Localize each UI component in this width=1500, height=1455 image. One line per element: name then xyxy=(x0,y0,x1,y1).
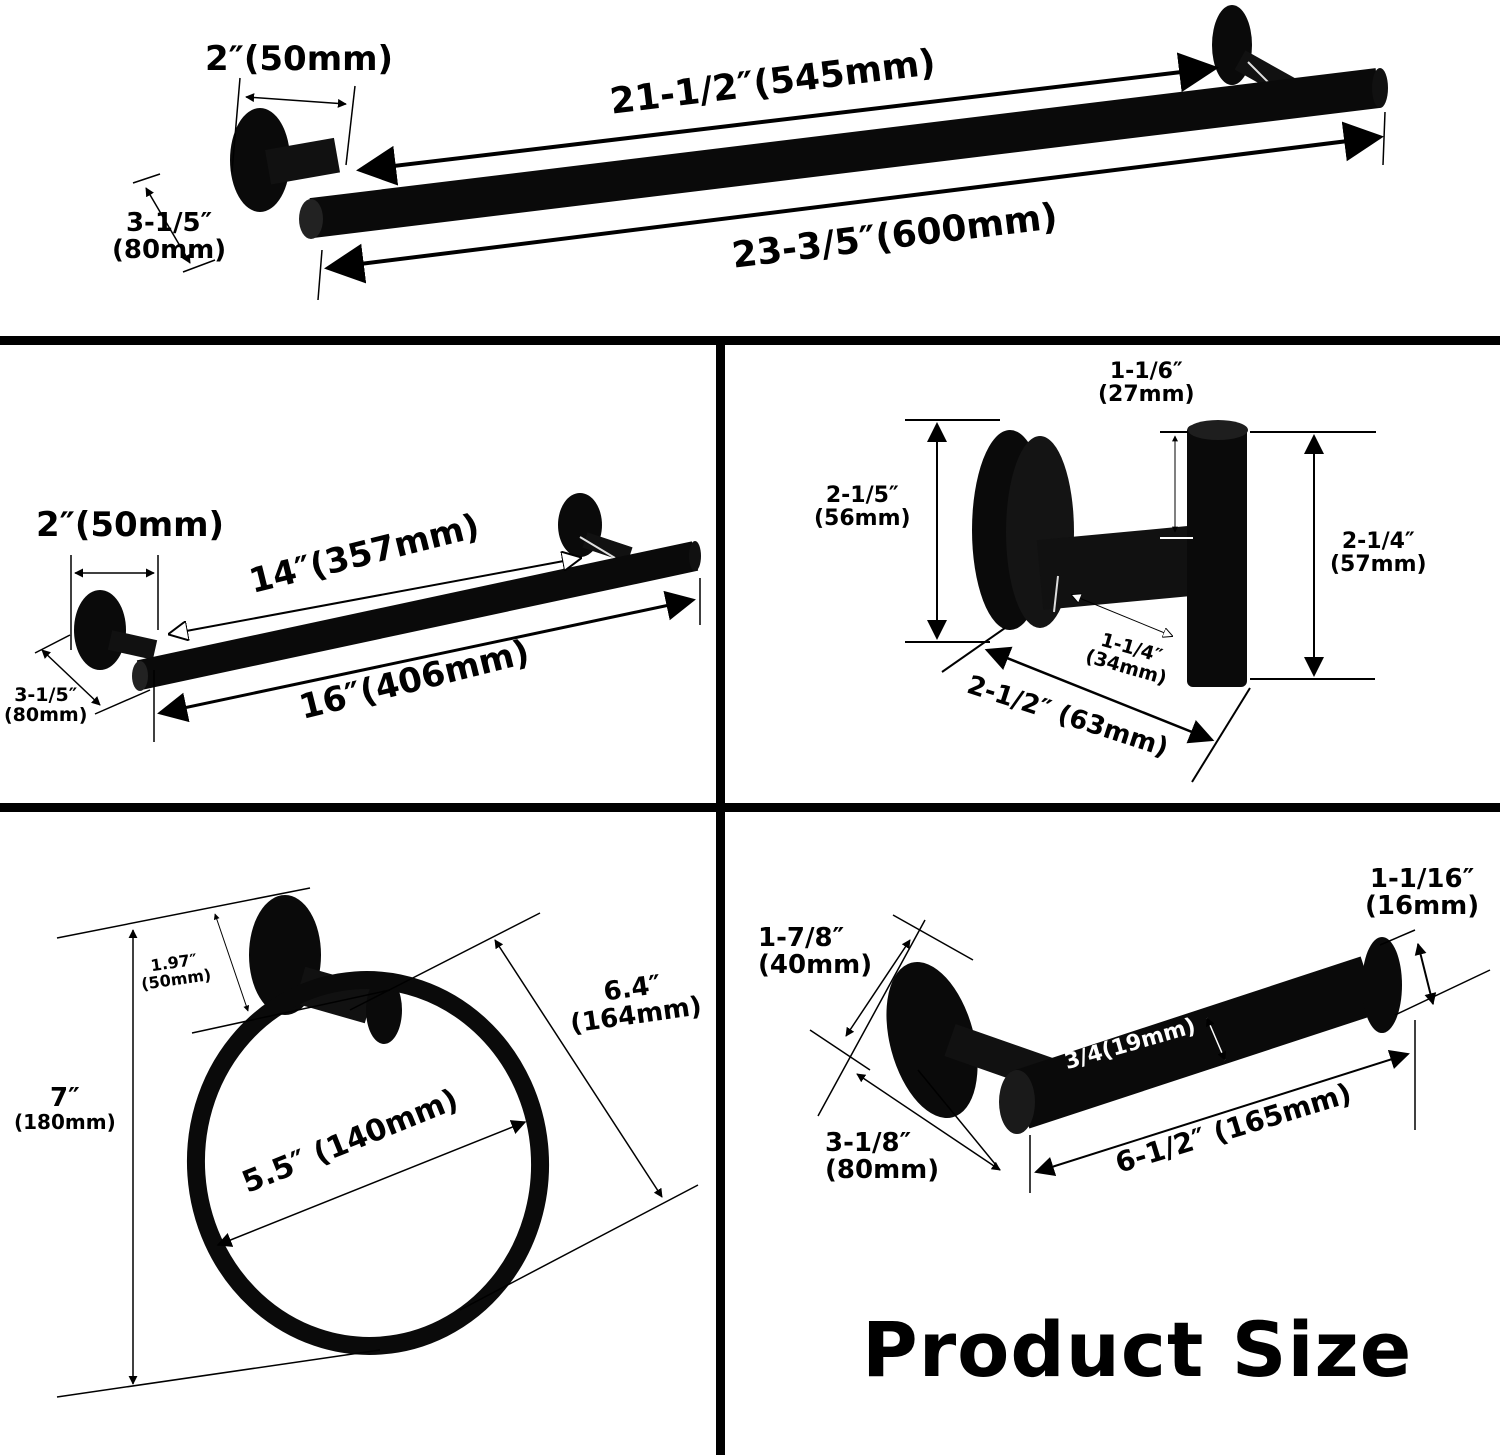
towel-ring-drawing xyxy=(56,887,699,1398)
robe-hook-flange-height-label: 2-1/5″ (56mm) xyxy=(814,483,911,532)
robe-hook-height-label: 2-1/4″ (57mm) xyxy=(1330,529,1427,578)
towel-bar-small-drawing xyxy=(34,493,701,742)
robe-hook-drawing xyxy=(905,419,1376,783)
towel-bar-large-flange-width-label: 2″(50mm) xyxy=(205,39,394,79)
towel-bar-small-projection-label: 3-1/5″ (80mm) xyxy=(4,684,88,726)
divider-vertical xyxy=(716,336,725,1455)
left-flange-icon xyxy=(230,108,290,212)
product-size-title: Product Size xyxy=(862,1305,1413,1394)
towel-bar-large-projection-label: 3-1/5″ (80mm) xyxy=(112,208,227,266)
divider-top-horizontal xyxy=(0,336,1500,345)
towel-bar-small-flange-width-label: 2″(50mm) xyxy=(36,505,225,545)
towel-ring-total-height-label: 7″ (180mm) xyxy=(14,1083,116,1135)
towel-bar-large-drawing xyxy=(132,5,1388,301)
paper-holder-flange-label: 1-7/8″ (40mm) xyxy=(758,923,873,981)
paper-holder-projection-label: 3-1/8″ (80mm) xyxy=(825,1128,940,1186)
paper-holder-end-cap-label: 1-1/16″ (16mm) xyxy=(1365,864,1480,922)
divider-middle-horizontal xyxy=(0,803,1500,812)
robe-hook-top-offset-label: 1-1/6″ (27mm) xyxy=(1098,359,1195,408)
